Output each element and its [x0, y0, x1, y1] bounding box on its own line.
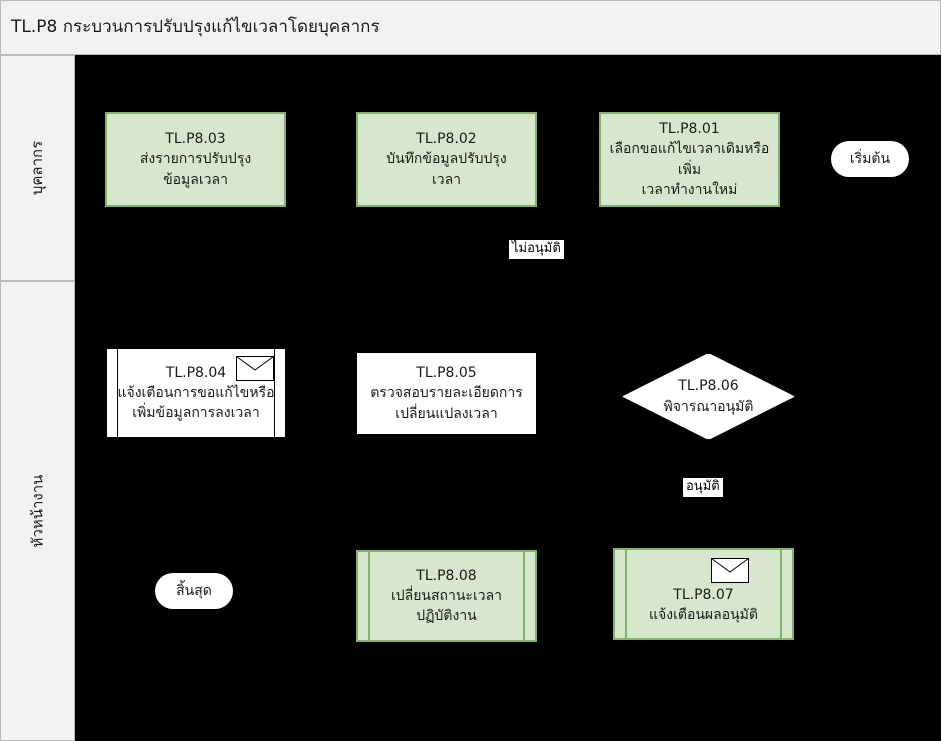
- node-code: TL.P8.05: [416, 365, 477, 382]
- predefined-process-bar-right: [780, 550, 782, 638]
- swimlane-header-staff: บุคลากร: [0, 55, 75, 281]
- node-text-line-2: ข้อมูลเวลา: [163, 171, 228, 188]
- node-code: TL.P8.02: [416, 131, 477, 148]
- envelope-icon: [711, 558, 749, 583]
- node-text-line-2: ปฏิบัติงาน: [416, 608, 477, 625]
- node-tl-p8-07[interactable]: TL.P8.07 แจ้งเตือนผลอนุมัติ: [613, 548, 794, 640]
- node-code: TL.P8.06: [678, 377, 739, 394]
- swimlane-header-supervisor: หัวหน้างาน: [0, 281, 75, 741]
- node-label: เริ่มต้น: [849, 151, 891, 167]
- node-code: TL.P8.03: [165, 131, 226, 148]
- node-text-line-1: แจ้งเตือนการขอแก้ไขหรือ: [117, 384, 275, 401]
- node-tl-p8-06[interactable]: TL.P8.06 พิจารณาอนุมัติ: [622, 353, 795, 440]
- node-code: TL.P8.04: [165, 364, 227, 381]
- predefined-process-bar-right: [274, 349, 275, 437]
- node-text-line-2: เปลี่ยนแปลงเวลา: [395, 405, 498, 422]
- diagram-title-bar: TL.P8 กระบวนการปรับปรุงแก้ไขเวลาโดยบุคลา…: [0, 0, 941, 55]
- node-end[interactable]: สิ้นสุด: [154, 572, 234, 610]
- node-code: TL.P8.08: [416, 567, 477, 584]
- predefined-process-bar-left: [117, 349, 118, 437]
- predefined-process-bar-left: [625, 550, 627, 638]
- node-text-line-1: แจ้งเตือนผลอนุมัติ: [649, 607, 758, 623]
- node-tl-p8-04[interactable]: TL.P8.04 แจ้งเตือนการขอแก้ไขหรือ เพิ่มข้…: [106, 348, 286, 438]
- predefined-process-bar-left: [368, 552, 370, 640]
- node-text-line-1: ตรวจสอบรายละเอียดการ: [370, 385, 523, 402]
- swimlane-label-supervisor: หัวหน้างาน: [28, 474, 47, 548]
- predefined-process-bar-right: [523, 552, 525, 640]
- node-tl-p8-02[interactable]: TL.P8.02 บันทึกข้อมูลปรับปรุง เวลา: [356, 112, 537, 207]
- node-tl-p8-08[interactable]: TL.P8.08 เปลี่ยนสถานะเวลา ปฏิบัติงาน: [356, 550, 537, 642]
- node-code: TL.P8.01: [659, 120, 720, 137]
- node-label: สิ้นสุด: [176, 583, 212, 599]
- node-tl-p8-05[interactable]: TL.P8.05 ตรวจสอบรายละเอียดการ เปลี่ยนแปล…: [356, 352, 537, 435]
- node-text-line-2: เวลา: [431, 171, 462, 188]
- diagram-canvas: TL.P8.03 ส่งรายการปรับปรุง ข้อมูลเวลา TL…: [75, 55, 941, 741]
- node-text-line-1: เปลี่ยนสถานะเวลา: [390, 587, 503, 604]
- node-text-line-1: พิจารณาอนุมัติ: [663, 398, 754, 415]
- edge-label-rejected: ไม่อนุมัติ: [509, 240, 564, 259]
- envelope-icon: [236, 356, 274, 381]
- node-start[interactable]: เริ่มต้น: [830, 140, 910, 178]
- node-text-line-1: บันทึกข้อมูลปรับปรุง: [386, 151, 507, 168]
- node-text-line-1: ส่งรายการปรับปรุง: [139, 151, 252, 168]
- node-text-line-1: เลือกขอแก้ไขเวลาเดิมหรือเพิ่ม: [609, 141, 770, 178]
- node-tl-p8-01[interactable]: TL.P8.01 เลือกขอแก้ไขเวลาเดิมหรือเพิ่ม เ…: [599, 112, 780, 207]
- page-title: TL.P8 กระบวนการปรับปรุงแก้ไขเวลาโดยบุคลา…: [11, 17, 380, 38]
- node-tl-p8-03[interactable]: TL.P8.03 ส่งรายการปรับปรุง ข้อมูลเวลา: [105, 112, 286, 207]
- node-code: TL.P8.07: [673, 586, 734, 603]
- node-text-line-2: เพิ่มข้อมูลการลงเวลา: [132, 405, 260, 422]
- edge-label-approved: อนุมัติ: [683, 478, 723, 497]
- swimlane-label-staff: บุคลากร: [28, 140, 47, 196]
- node-text-line-2: เวลาทำงานใหม่: [641, 181, 738, 198]
